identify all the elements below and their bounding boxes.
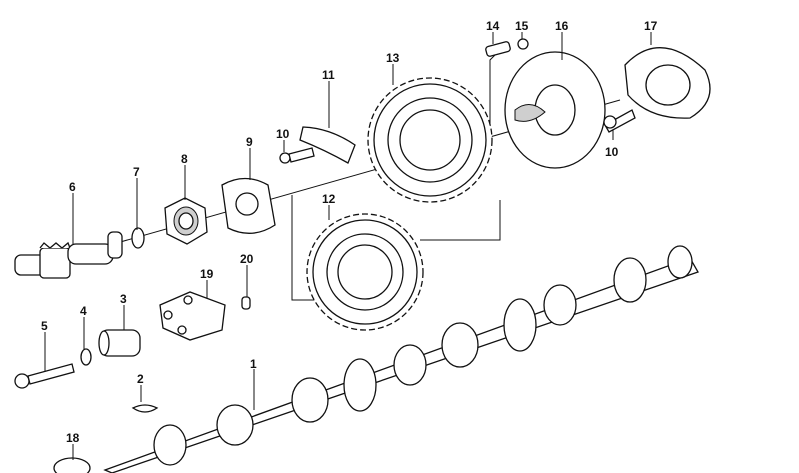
leader-lines	[44, 32, 652, 460]
callout-18: 18	[66, 431, 80, 445]
part-10-bolt-right	[603, 109, 636, 133]
callout-2: 2	[137, 372, 144, 386]
callout-7: 7	[133, 165, 140, 179]
callout-20: 20	[240, 252, 254, 266]
part-3-bushing	[98, 329, 141, 357]
callout-13: 13	[386, 51, 400, 65]
callout-16: 16	[555, 19, 569, 33]
callout-19: 19	[200, 267, 214, 281]
part-2-woodruff-key	[131, 404, 159, 413]
callout-labels: 1 2 3 4 5 6 7 8 9 10 11 12 13 14 15 16 1…	[41, 19, 658, 445]
part-13-sprocket	[367, 77, 493, 203]
callout-8: 8	[181, 152, 188, 166]
part-9-flange-plate	[221, 177, 276, 234]
callout-12: 12	[322, 192, 336, 206]
callout-1: 1	[250, 357, 257, 371]
part-10-bolt-left	[279, 147, 315, 164]
part-6-drive-shaft	[14, 231, 123, 279]
callout-10-left: 10	[276, 127, 290, 141]
part-1-camshaft	[103, 245, 699, 473]
part-20-pin	[241, 296, 251, 310]
callout-9: 9	[246, 135, 253, 149]
callout-6: 6	[69, 180, 76, 194]
callout-10-right: 10	[605, 145, 619, 159]
part-14-pin	[485, 41, 511, 57]
part-18-seal	[53, 457, 91, 473]
part-5-screw	[14, 363, 75, 389]
callout-4: 4	[80, 304, 87, 318]
part-11-cover-plate	[299, 126, 356, 164]
part-16-hub	[504, 51, 606, 169]
part-19-bracket	[159, 291, 226, 341]
callout-3: 3	[120, 292, 127, 306]
part-12-sprocket	[306, 213, 424, 331]
part-7-washer	[131, 227, 145, 249]
part-8-nut	[164, 197, 208, 245]
callout-17: 17	[644, 19, 658, 33]
callout-5: 5	[41, 319, 48, 333]
part-17-gasket-plate	[624, 47, 711, 119]
callout-11: 11	[322, 68, 335, 82]
part-15-clip	[517, 38, 529, 50]
callout-14: 14	[486, 19, 500, 33]
callout-15: 15	[515, 19, 529, 33]
part-4-washer	[80, 348, 92, 366]
